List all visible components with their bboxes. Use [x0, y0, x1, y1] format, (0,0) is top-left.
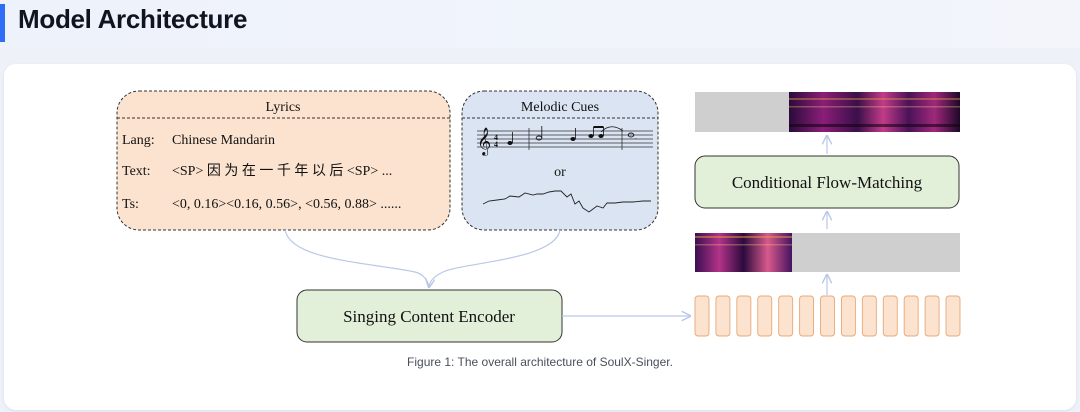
token-7 [820, 295, 835, 337]
token-9 [861, 295, 877, 337]
svg-text:.: . [635, 133, 637, 141]
token-6 [799, 295, 815, 337]
svg-text:4: 4 [494, 140, 498, 149]
flow-label: Conditional Flow-Matching [732, 173, 923, 192]
singing-content-encoder-box: Singing Content Encoder [296, 289, 563, 343]
lyrics-text-value: <SP> 因 为 在 一 千 年 以 后 <SP> ... [172, 163, 392, 179]
pitch-contour [482, 190, 651, 213]
token-1 [694, 295, 710, 337]
token-12 [924, 295, 940, 337]
token-3 [736, 295, 752, 337]
sheet-music-staff: 𝄞 4 4 . [477, 126, 653, 156]
lyrics-title: Lyrics [266, 100, 301, 115]
lyrics-lang-label: Lang: [122, 133, 155, 148]
token-10 [882, 295, 898, 337]
conditional-flow-matching-box: Conditional Flow-Matching [694, 155, 960, 209]
merge-arrow [284, 229, 561, 287]
architecture-diagram: Lyrics Lang: Chinese Mandarin Text: <SP>… [116, 90, 961, 343]
figure-caption: Figure 1: The overall architecture of So… [407, 355, 673, 369]
lyrics-box: Lyrics Lang: Chinese Mandarin Text: <SP>… [116, 90, 451, 231]
token-5 [778, 295, 794, 337]
token-8 [840, 295, 856, 337]
token-2 [715, 295, 731, 337]
output-spectrogram [695, 92, 960, 132]
token-13 [945, 295, 961, 337]
header-accent-bar [0, 4, 5, 42]
token-4 [757, 295, 773, 337]
masked-spectrogram [695, 233, 960, 272]
section-header: Model Architecture [0, 0, 1080, 48]
encoder-label: Singing Content Encoder [343, 307, 515, 326]
svg-text:𝄞: 𝄞 [477, 128, 491, 156]
lyrics-lang-value: Chinese Mandarin [172, 133, 275, 148]
melodic-cues-title: Melodic Cues [521, 100, 599, 115]
lyrics-text-label: Text: [122, 164, 151, 179]
lyrics-ts-label: Ts: [122, 197, 139, 212]
svg-text:4: 4 [494, 133, 498, 142]
melodic-cues-box: Melodic Cues 𝄞 4 4 . or [461, 90, 659, 231]
melodic-or-label: or [554, 165, 566, 180]
lyrics-ts-value: <0, 0.16><0.16, 0.56>, <0.56, 0.88> ....… [172, 197, 401, 212]
token-sequence [694, 295, 961, 337]
token-11 [903, 295, 919, 337]
section-title: Model Architecture [18, 4, 248, 34]
